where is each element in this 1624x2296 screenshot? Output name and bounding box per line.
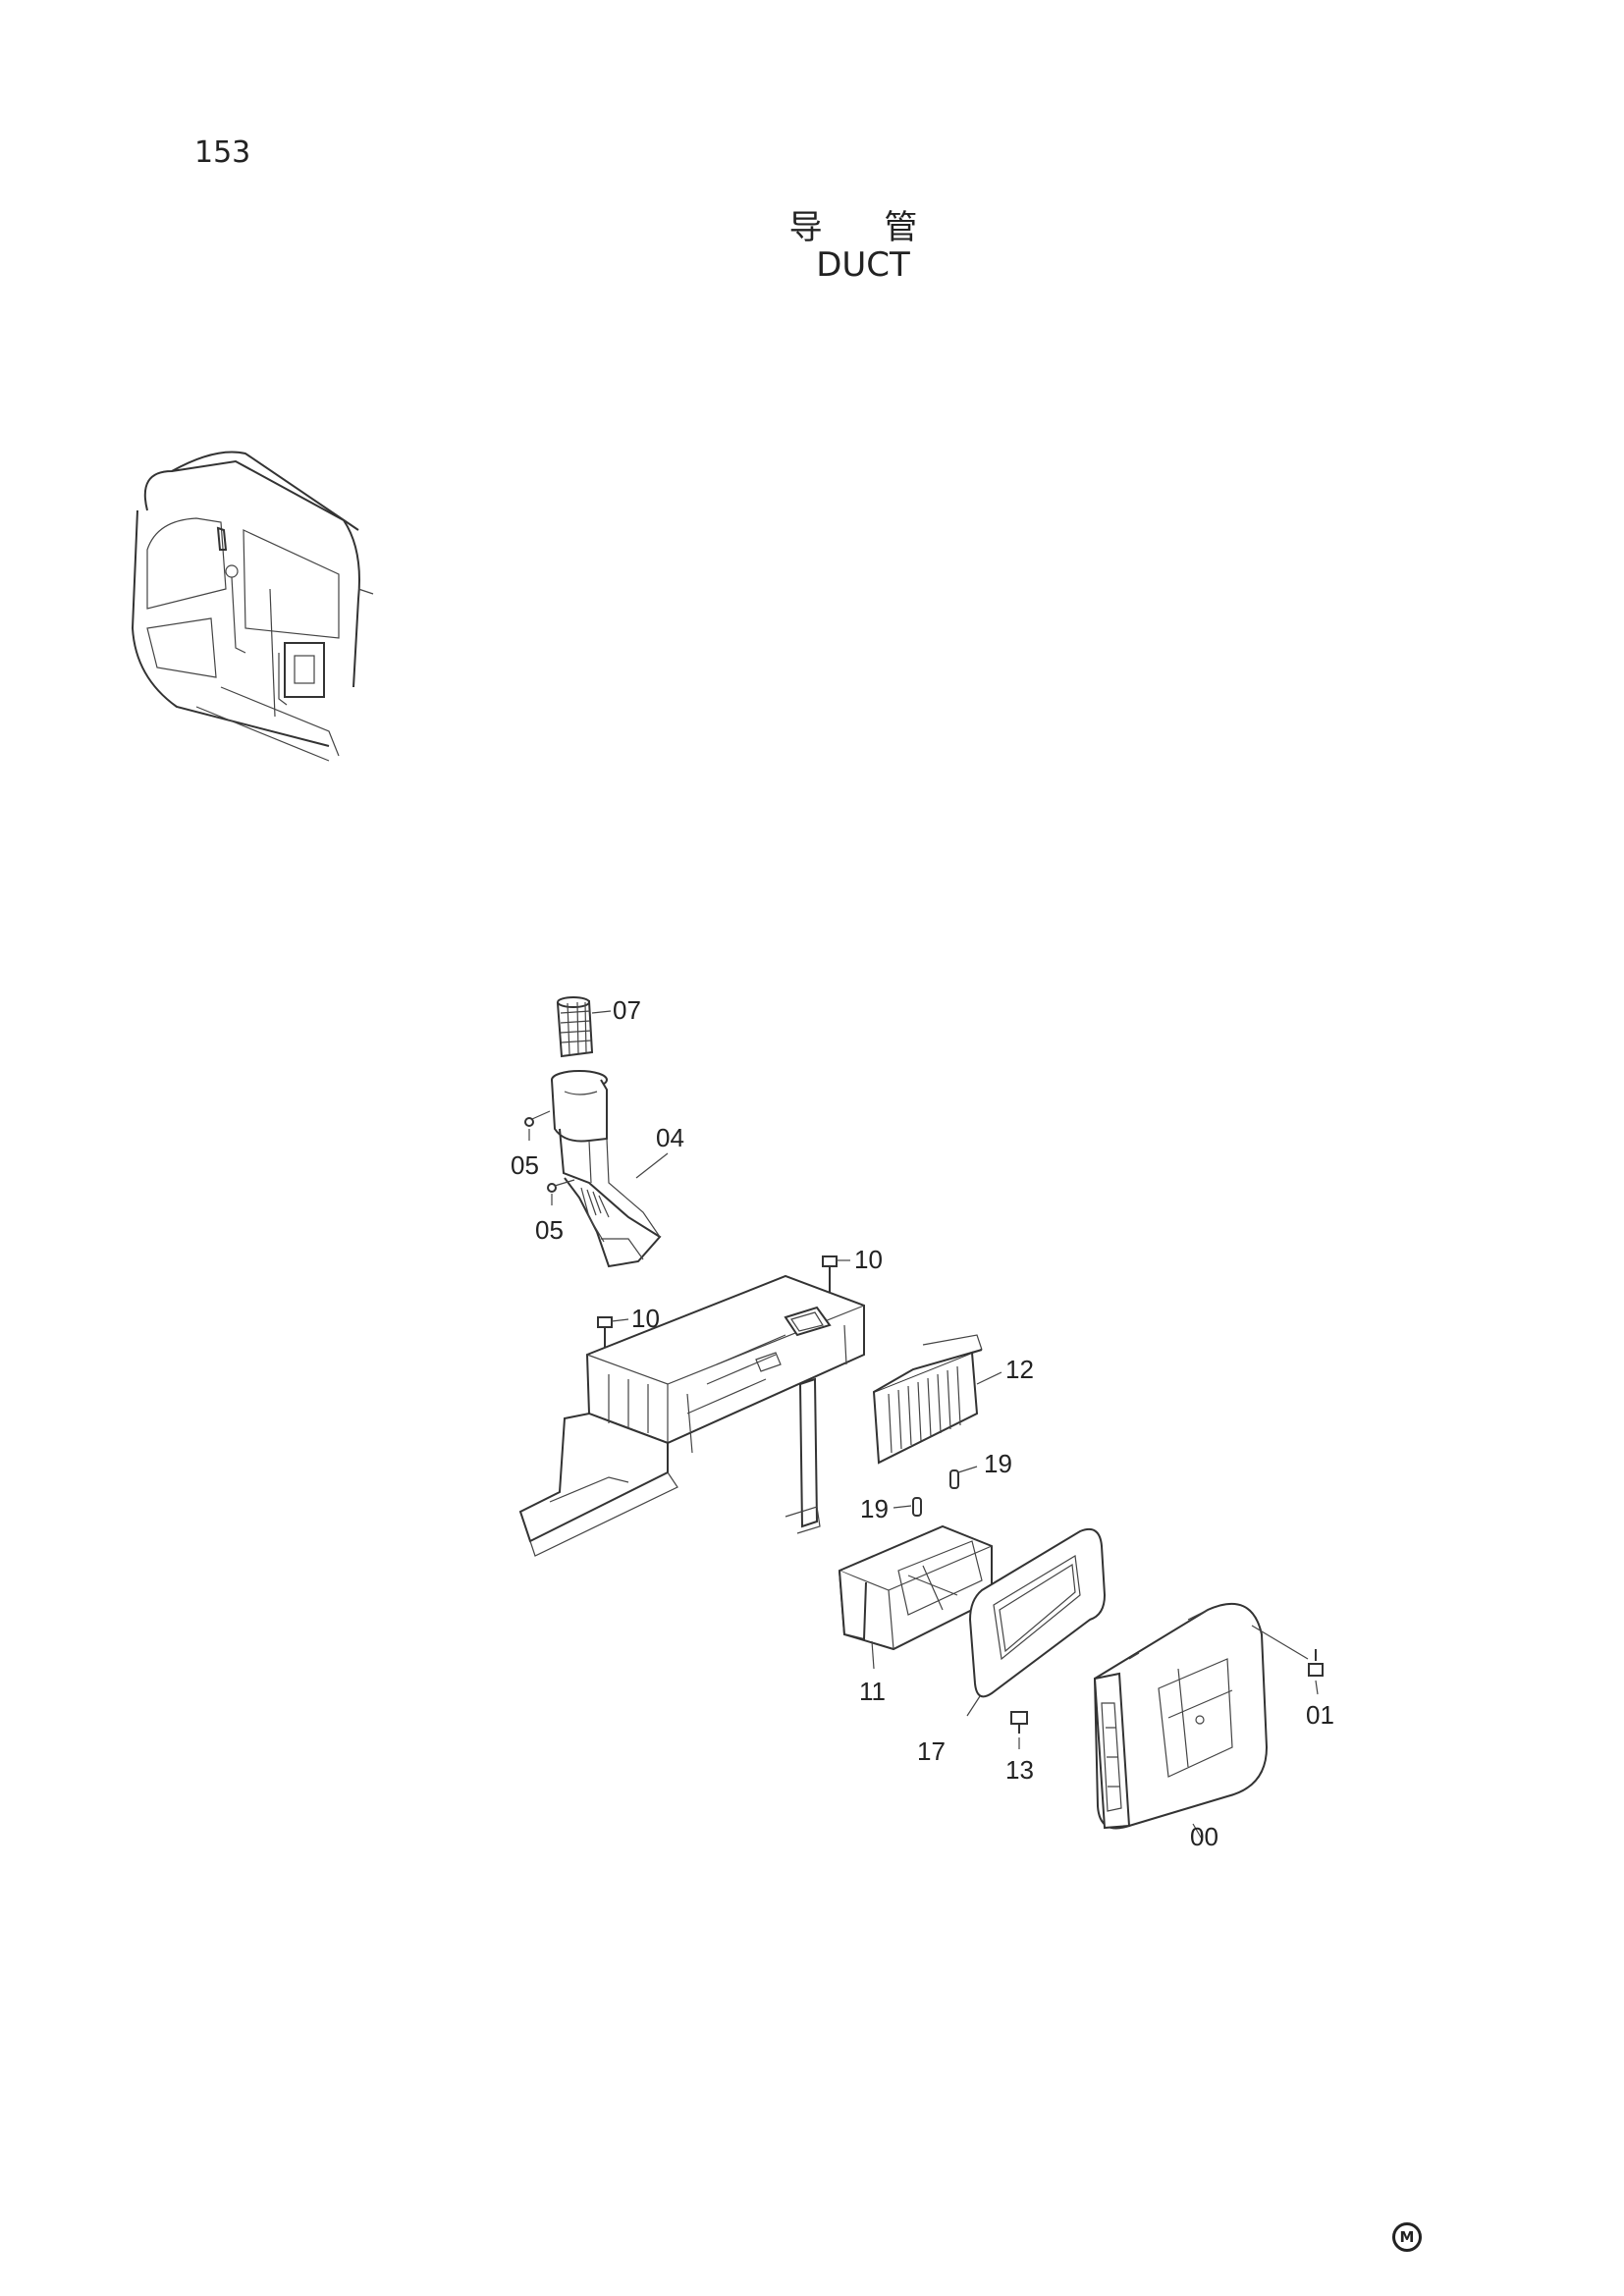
callout-label: 13 xyxy=(1005,1755,1034,1785)
part-00-housing xyxy=(1093,1602,1269,1842)
callout-label: 04 xyxy=(656,1123,684,1152)
callout-label: 05 xyxy=(535,1215,564,1245)
title-chinese: 导 管 xyxy=(788,208,944,247)
part-19-clip-left xyxy=(893,1497,922,1517)
cab-locator-sketch xyxy=(131,451,374,762)
part-17-gasket xyxy=(966,1527,1107,1717)
page-number: 153 xyxy=(194,135,251,170)
title-english: DUCT xyxy=(816,245,910,285)
main-duct-frame xyxy=(518,1274,865,1557)
callout-label: 00 xyxy=(1190,1822,1218,1851)
callout-label: 07 xyxy=(613,995,641,1025)
callout-label: 17 xyxy=(917,1736,946,1766)
callout-label: 01 xyxy=(1306,1700,1334,1730)
callout-label: 12 xyxy=(1005,1355,1034,1384)
callout-label: 19 xyxy=(860,1494,889,1523)
part-07-screen xyxy=(556,996,612,1058)
part-04-duct xyxy=(551,1070,669,1268)
callout-label: 19 xyxy=(984,1449,1012,1478)
part-05-screw-lower xyxy=(547,1179,575,1205)
callout-label: 05 xyxy=(511,1150,539,1180)
part-11-case xyxy=(838,1524,993,1670)
part-12-filter xyxy=(872,1334,1002,1465)
part-05-screw-upper xyxy=(524,1110,551,1141)
part-01-screw xyxy=(1251,1625,1324,1695)
callout-label: 10 xyxy=(854,1245,883,1274)
corner-mark-icon: M xyxy=(1392,2222,1422,2252)
callout-label: 11 xyxy=(859,1677,886,1706)
part-19-clip-right xyxy=(949,1466,978,1489)
part-10-bolt-right xyxy=(822,1255,850,1294)
part-13-screw xyxy=(1010,1711,1028,1749)
